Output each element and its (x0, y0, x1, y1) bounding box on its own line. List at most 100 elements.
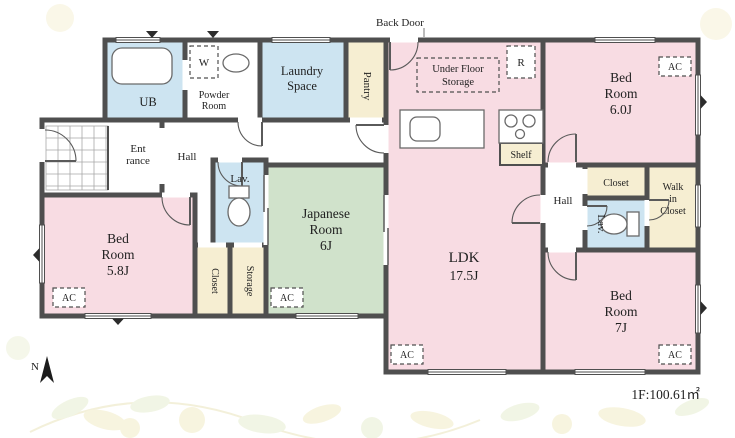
watermark-leaf (674, 397, 710, 417)
watermark-bud (6, 336, 30, 360)
watermark-bud (46, 4, 74, 32)
watermark-bud (700, 8, 732, 40)
label-hall-right: Hall (554, 195, 573, 207)
watermark-bud (120, 418, 140, 438)
opening (383, 125, 389, 153)
door-swing (389, 41, 419, 71)
dashed-boxes (52, 45, 692, 365)
window (574, 369, 646, 375)
watermark-leaf (83, 409, 127, 431)
door-swing (511, 194, 541, 224)
vent-icon (207, 31, 219, 38)
label-japanese-3: 6J (320, 238, 332, 253)
watermark-leaf (302, 404, 342, 424)
label-under-floor-2: Storage (442, 77, 474, 88)
label-bedroom7-3: 7J (615, 320, 627, 335)
vent-icon (146, 31, 158, 38)
label-bedroom58-3: 5.8J (107, 263, 129, 278)
entrance-tile-grid (45, 125, 109, 191)
fridge-box (506, 45, 536, 79)
label-ub: UB (139, 95, 156, 109)
label-bedroom6-2: Room (604, 86, 638, 101)
window (271, 37, 331, 43)
label-bedroom58-1: Bed (107, 231, 129, 246)
room-ldk (383, 37, 546, 375)
label-bedroom7-2: Room (604, 304, 638, 319)
door-swing (586, 205, 608, 227)
watermark-leaf (500, 402, 540, 422)
opening (39, 129, 45, 162)
door-swing (547, 251, 577, 281)
label-pantry: Pantry (361, 72, 373, 101)
window (695, 284, 701, 334)
door-swing (547, 133, 577, 163)
label-bedroom6-3: 6.0J (610, 102, 632, 117)
ac-box (658, 56, 692, 77)
label-fridge: R (517, 57, 525, 69)
label-back-door: Back Door (376, 17, 424, 29)
room-hall-right (540, 162, 588, 253)
label-compass-north: N (31, 361, 39, 373)
labels: Back Door Laundry Space Pantry Powder Ro… (31, 17, 700, 402)
vent-marks (33, 31, 707, 325)
opening (159, 128, 165, 184)
opening (582, 169, 588, 194)
label-bedroom58-2: Room (101, 247, 135, 262)
door-swing (44, 129, 77, 162)
window (84, 313, 152, 319)
door-swing (161, 196, 191, 226)
label-entrance-1: Ent (130, 143, 145, 155)
watermark-bud (552, 414, 572, 434)
watermark-leaf (130, 395, 170, 413)
ac-box (390, 344, 424, 365)
label-japanese-1: Japanese (302, 206, 350, 221)
label-ldk: LDK (449, 250, 480, 266)
ac-box (52, 287, 86, 308)
label-under-floor-1: Under Floor (432, 64, 484, 75)
label-lav-right: Lav. (595, 214, 607, 233)
label-closet-right: Closet (603, 178, 629, 189)
vent-icon (112, 318, 124, 325)
doors (44, 41, 670, 281)
washbasin-icon (222, 53, 250, 73)
opening (383, 195, 389, 265)
vent-icon (33, 248, 40, 262)
door-swing (237, 121, 263, 147)
opening (234, 242, 262, 248)
label-ac: AC (668, 62, 682, 73)
opening (238, 117, 262, 123)
label-entrance-2: rance (126, 155, 150, 167)
label-wic-3: Closet (660, 206, 686, 217)
watermark-foliage (6, 4, 732, 438)
label-ac: AC (400, 350, 414, 361)
window (594, 37, 656, 43)
opening (263, 175, 269, 245)
label-bedroom6-1: Bed (610, 70, 632, 85)
label-closet-left: Closet (209, 268, 220, 294)
label-laundry-2: Space (287, 79, 317, 93)
window (39, 224, 45, 284)
stove-icon (498, 109, 544, 144)
door-swing (355, 124, 385, 154)
opening (162, 192, 190, 198)
watermark-leaf (51, 396, 89, 420)
vent-icon (700, 95, 707, 109)
label-lav-left: Lav. (230, 173, 249, 185)
opening (540, 195, 546, 223)
opening (644, 200, 650, 226)
ac-box (658, 344, 692, 365)
label-powder-2: Room (202, 101, 227, 112)
label-wic-1: Walk (663, 182, 684, 193)
toilet-icon (600, 211, 640, 237)
label-powder-1: Powder (199, 90, 230, 101)
door-swing (648, 199, 670, 221)
label-wic-2: in (669, 194, 677, 205)
tile-area (45, 125, 109, 191)
watermark-bud (361, 417, 383, 438)
label-ac: AC (668, 350, 682, 361)
watermark-leaf (238, 414, 286, 434)
under-floor-storage-box (416, 57, 500, 93)
window (427, 369, 507, 375)
